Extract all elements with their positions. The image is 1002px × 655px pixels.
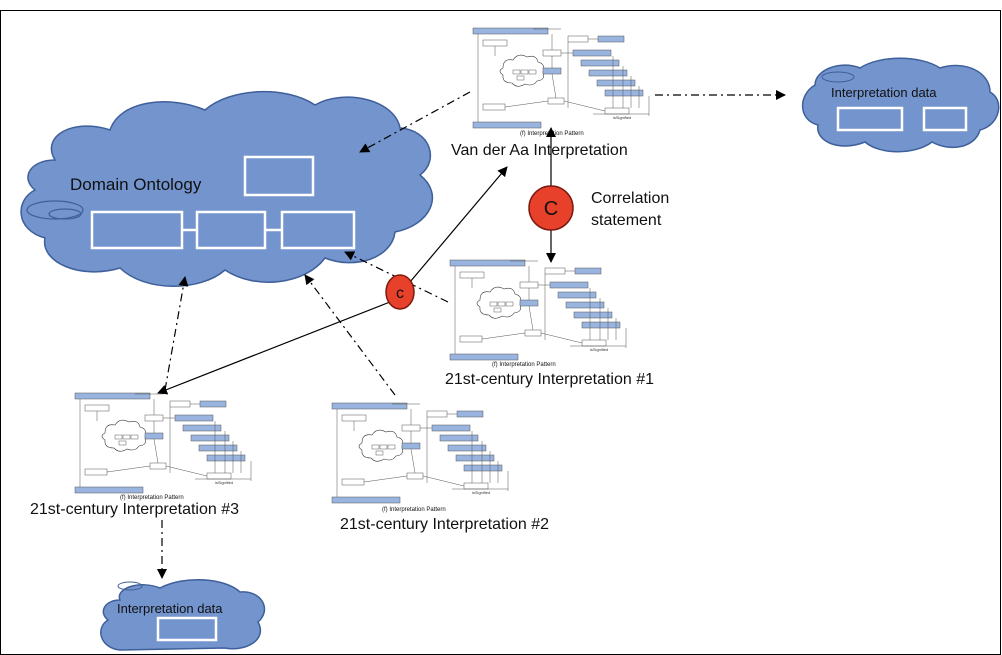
pattern-diagram-21st-3: (f) Interpretation Pattern	[74, 392, 252, 501]
correlation-marker-letter: C	[544, 198, 558, 220]
interpretation-label-vanderaa: Van der Aa Interpretation	[451, 142, 628, 159]
correlation-statement-label-line1: Correlation	[591, 190, 669, 207]
arrow-21st3-to-ontology	[164, 276, 189, 391]
correlation-line-to-vanderaa	[409, 166, 508, 283]
interpretation-label-21st-3: 21st-century Interpretation #3	[30, 501, 239, 518]
correlation-statement-label-line2: statement	[591, 212, 662, 229]
correlation-marker-small: c	[385, 274, 415, 310]
domain-ontology-cloud: Domain Ontology	[20, 90, 434, 287]
interpretation-label-21st-1: 21st-century Interpretation #1	[445, 371, 654, 388]
arrow-21st2-to-ontology	[304, 274, 396, 396]
interpretation-data-label: Interpretation data	[117, 601, 223, 616]
pattern-caption: (f) Interpretation Pattern	[492, 362, 556, 368]
pattern-diagram-vanderaa: (f) Interpretation Pattern	[472, 27, 650, 137]
correlation-marker-letter: c	[396, 285, 404, 302]
pattern-diagram-21st-1: (f) Interpretation Pattern	[449, 259, 627, 368]
correlation-marker-large: C	[528, 185, 574, 231]
pattern-caption: (f) Interpretation Pattern	[120, 495, 184, 501]
interpretation-data-cloud-bottom: Interpretation data	[100, 579, 266, 651]
ontology-concept-box	[243, 155, 315, 197]
domain-ontology-title: Domain Ontology	[70, 175, 202, 194]
correlation-line-to-21st3	[157, 301, 391, 395]
interpretation-data-cloud-top: Interpretation data	[801, 57, 1000, 153]
pattern-caption: (f) Interpretation Pattern	[382, 507, 446, 513]
pattern-caption: (f) Interpretation Pattern	[520, 131, 584, 137]
interpretation-label-21st-2: 21st-century Interpretation #2	[340, 516, 549, 533]
pattern-diagram-21st-2: (f) Interpretation Pattern	[331, 402, 509, 513]
interpretation-data-label: Interpretation data	[831, 85, 937, 100]
arrow-vanderaa-to-ontology	[359, 91, 471, 153]
